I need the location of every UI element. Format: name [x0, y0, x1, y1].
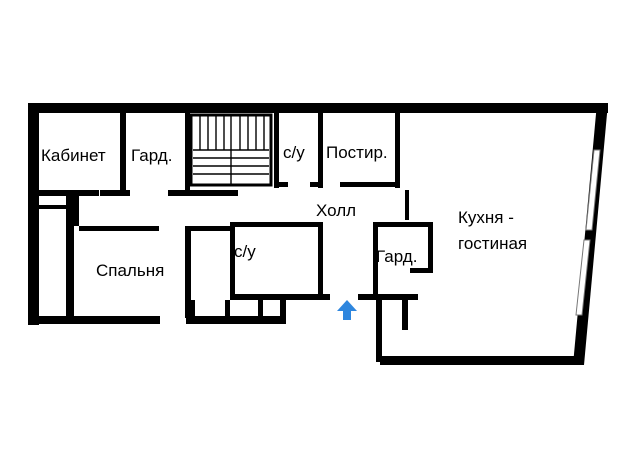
up-arrow-icon	[337, 300, 357, 320]
room-label-bedroom: Спальня	[96, 261, 164, 280]
room-label-bathroom-top: с/у	[283, 143, 305, 162]
room-label-kitchen-line2: гостиная	[458, 234, 527, 253]
room-label-hall: Холл	[316, 201, 356, 220]
interior-walls	[39, 113, 433, 362]
room-label-bathroom-mid: с/у	[234, 242, 256, 261]
room-label-wardrobe-mid: Гард.	[376, 247, 417, 266]
windows	[575, 149, 601, 316]
room-label-laundry: Постир.	[326, 143, 388, 162]
room-label-wardrobe-top: Гард.	[131, 146, 172, 165]
room-label-kitchen-line1: Кухня -	[458, 208, 514, 227]
room-label-cabinet: Кабинет	[41, 146, 106, 165]
staircase	[189, 113, 273, 187]
